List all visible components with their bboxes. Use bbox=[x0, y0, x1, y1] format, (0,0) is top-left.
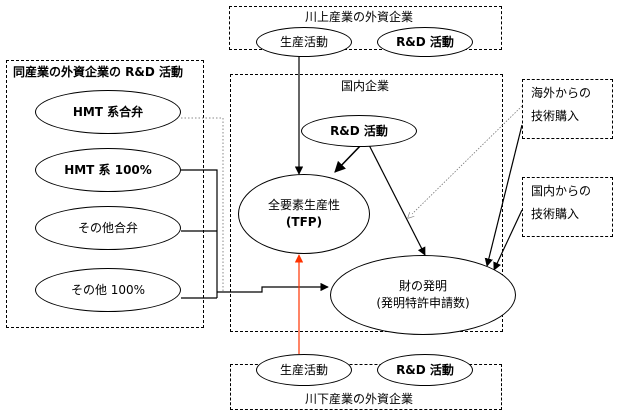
downstream-rd-label: R&D 活動 bbox=[396, 362, 454, 377]
arrow-foreign-tech-to-tfp bbox=[408, 105, 523, 218]
domestic-rd-oval: R&D 活動 bbox=[301, 115, 417, 147]
domestic-tech-line1: 国内からの bbox=[531, 184, 592, 198]
hmt-jv-label: HMT 系合弁 bbox=[72, 104, 144, 119]
downstream-title: 川下産業の外資企業 bbox=[305, 392, 414, 406]
same-industry-title: 同産業の外資企業の R&D 活動 bbox=[13, 65, 184, 79]
arrow-rd-to-tfp bbox=[334, 142, 364, 173]
other-100-label: その他 100% bbox=[70, 282, 146, 297]
other-100-oval: その他 100% bbox=[35, 268, 181, 312]
upstream-rd-oval: R&D 活動 bbox=[377, 27, 473, 57]
connector-hmt-100 bbox=[181, 169, 218, 298]
invention-label-line1: 財の発明 bbox=[398, 279, 447, 293]
downstream-production-oval: 生産活動 bbox=[256, 354, 352, 386]
tfp-oval: 全要素生産性 (TFP) bbox=[238, 174, 370, 254]
domestic-tech-box bbox=[522, 177, 613, 237]
upstream-title: 川上産業の外資企業 bbox=[305, 10, 414, 24]
downstream-rd-oval: R&D 活動 bbox=[377, 354, 473, 386]
arrow-rd-to-invention bbox=[367, 142, 426, 256]
domestic-title: 国内企業 bbox=[341, 79, 390, 93]
downstream-production-label: 生産活動 bbox=[279, 362, 328, 377]
downstream-foreign-firms-box bbox=[230, 364, 502, 410]
foreign-tech-box bbox=[522, 79, 613, 139]
same-industry-box bbox=[6, 60, 204, 328]
arrow-same-industry-to-invention bbox=[217, 282, 329, 293]
domestic-rd-label: R&D 活動 bbox=[330, 123, 388, 138]
dotted-connector-hmt-jv bbox=[181, 117, 224, 292]
tfp-label-line2: (TFP) bbox=[285, 215, 323, 229]
other-jv-label: その他合弁 bbox=[77, 220, 138, 235]
arrow-foreign-tech-to-invention bbox=[484, 124, 523, 267]
foreign-tech-line1: 海外からの bbox=[531, 86, 592, 100]
upstream-foreign-firms-box bbox=[229, 6, 502, 50]
hmt-100-label: HMT 系 100% bbox=[64, 162, 152, 177]
invention-label-line2: (発明特許申請数) bbox=[376, 296, 470, 310]
domestic-tech-line2: 技術購入 bbox=[531, 207, 580, 221]
hmt-jv-oval: HMT 系合弁 bbox=[35, 90, 181, 134]
invention-oval: 財の発明 (発明特許申請数) bbox=[330, 255, 516, 335]
arrow-domestic-tech-to-invention bbox=[493, 209, 523, 271]
hmt-100-oval: HMT 系 100% bbox=[35, 148, 181, 192]
upstream-rd-label: R&D 活動 bbox=[396, 34, 454, 49]
tfp-label-line1: 全要素生産性 bbox=[267, 198, 340, 212]
upstream-production-oval: 生産活動 bbox=[256, 27, 352, 57]
upstream-production-label: 生産活動 bbox=[279, 34, 328, 49]
other-jv-oval: その他合弁 bbox=[35, 206, 181, 250]
foreign-tech-line2: 技術購入 bbox=[531, 109, 580, 123]
